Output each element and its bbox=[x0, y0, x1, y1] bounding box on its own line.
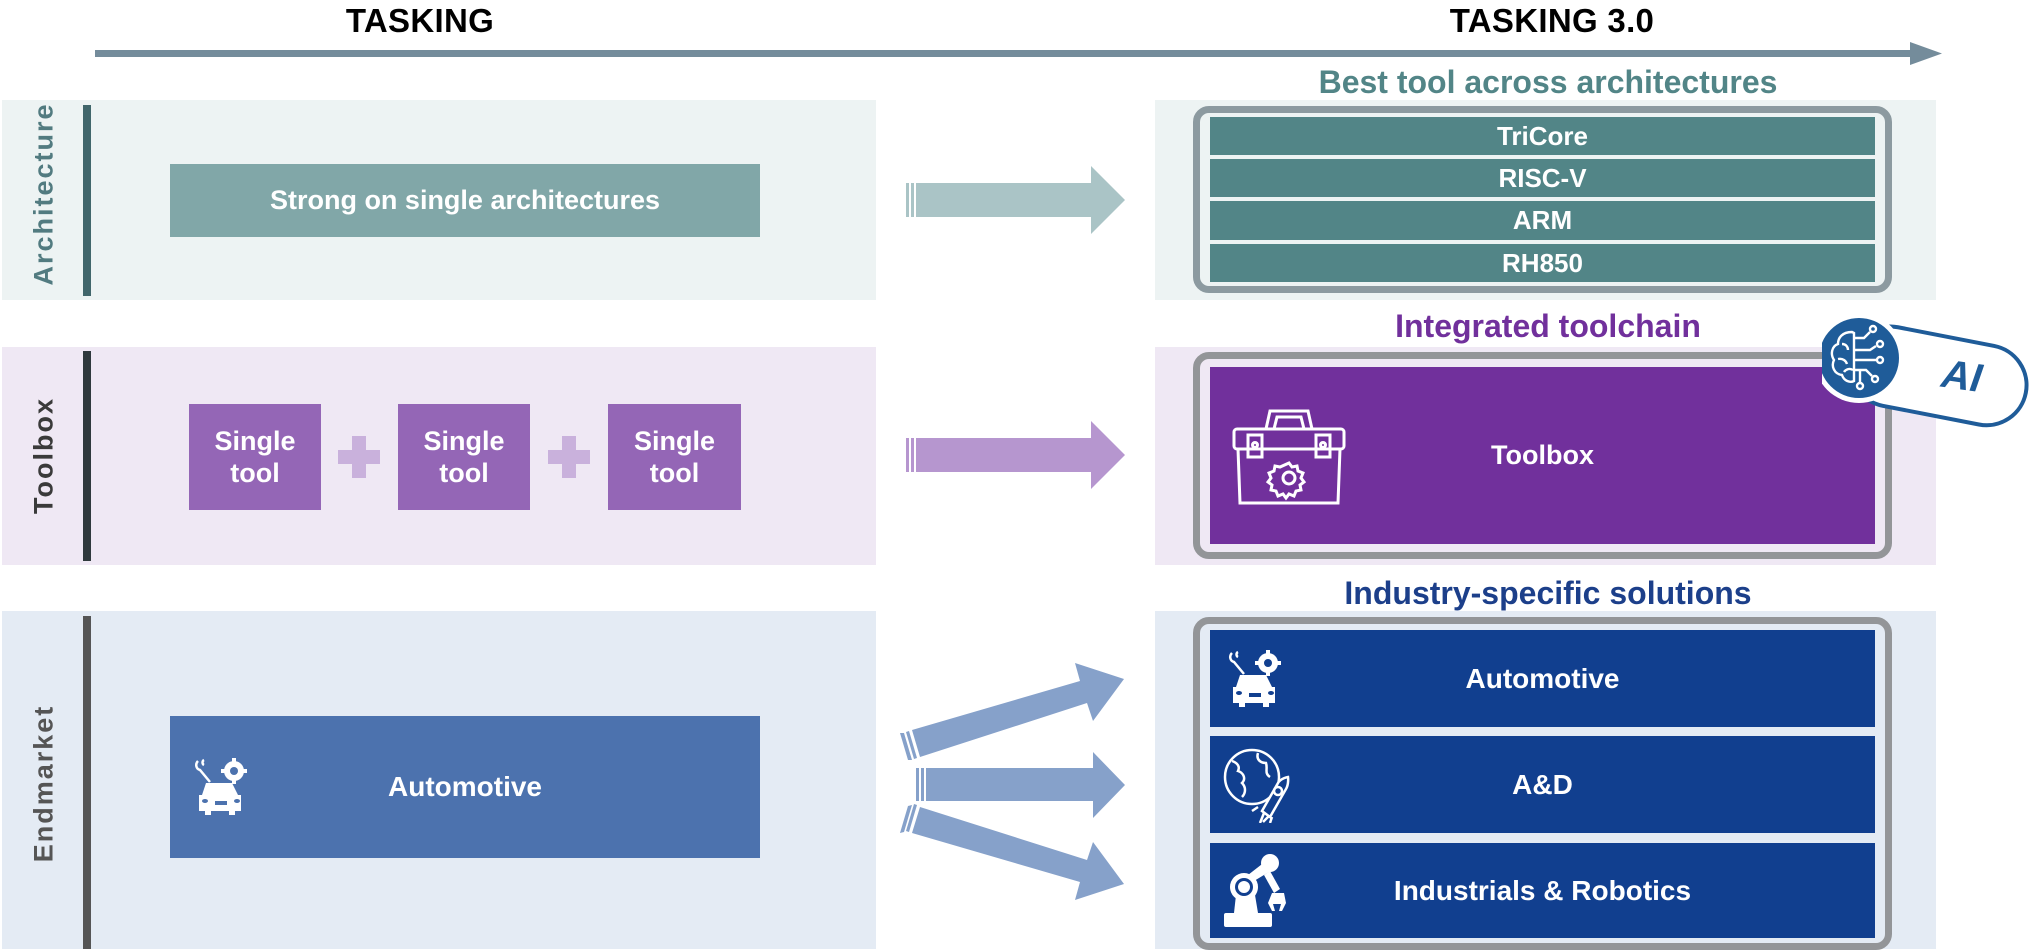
architecture-item-label: TriCore bbox=[1496, 120, 1589, 151]
plus-icon bbox=[338, 436, 380, 478]
architecture-transition-arrow bbox=[906, 166, 1125, 234]
tasking-3-column-title: TASKING 3.0 bbox=[1449, 2, 1655, 39]
single-architecture-box: Strong on single architectures bbox=[170, 164, 760, 237]
architecture-item-rh850: RH850 bbox=[1210, 244, 1875, 282]
car-repair-icon bbox=[192, 757, 252, 817]
ai-badge: AI bbox=[1822, 312, 2035, 432]
ai-badge-label: AI bbox=[1938, 352, 1986, 401]
automotive-current-box: Automotive bbox=[170, 716, 760, 858]
automotive-current-label: Automotive bbox=[388, 771, 542, 802]
single-tool-line2: tool bbox=[230, 458, 280, 488]
toolbox-accent-bar bbox=[83, 351, 91, 561]
toolbox-future-title: Integrated toolchain bbox=[1395, 308, 1701, 344]
single-architecture-text: Strong on single architectures bbox=[269, 185, 661, 215]
endmarket-item-automotive: Automotive bbox=[1210, 630, 1875, 727]
brain-circuit-icon bbox=[1830, 324, 1885, 391]
architecture-item-risc-v: RISC-V bbox=[1210, 159, 1875, 197]
toolbox-row-label: Toolbox bbox=[28, 397, 59, 514]
endmarket-frame: Automotive A&D bbox=[1193, 617, 1892, 950]
single-tool-line2: tool bbox=[649, 458, 700, 488]
architecture-row-label: Architecture bbox=[28, 102, 59, 286]
single-tool-line1: Single bbox=[633, 426, 715, 456]
arrow-to-industrials bbox=[900, 804, 1124, 900]
arrow-to-automotive bbox=[900, 663, 1124, 760]
architecture-frame: TriCore RISC-V ARM RH850 bbox=[1193, 106, 1892, 293]
architecture-item-label: ARM bbox=[1512, 205, 1573, 235]
architecture-item-label: RISC-V bbox=[1498, 162, 1587, 193]
endmarket-item-label: Industrials & Robotics bbox=[1393, 874, 1692, 906]
robot-arm-icon bbox=[1220, 853, 1294, 929]
endmarket-item-label: A&D bbox=[1512, 768, 1573, 800]
single-tool-box-1: Single tool bbox=[189, 404, 321, 510]
plus-icon bbox=[548, 436, 590, 478]
timeline-arrow bbox=[95, 42, 1942, 65]
architecture-accent-bar bbox=[83, 105, 91, 296]
toolbox-main: Toolbox bbox=[1210, 367, 1875, 544]
car-repair-icon bbox=[1226, 649, 1286, 709]
toolbox-transition-arrow bbox=[906, 421, 1125, 489]
single-tool-line1: Single bbox=[214, 426, 296, 456]
single-tool-line2: tool bbox=[439, 458, 489, 488]
endmarket-item-label: Automotive bbox=[1465, 662, 1620, 694]
toolbox-main-label: Toolbox bbox=[1491, 440, 1594, 470]
arrow-to-ad bbox=[916, 752, 1125, 818]
endmarket-item-ad: A&D bbox=[1210, 736, 1875, 833]
endmarket-accent-bar bbox=[83, 616, 91, 949]
toolbox-frame: Toolbox bbox=[1193, 352, 1892, 559]
tasking-column-title: TASKING bbox=[345, 2, 495, 39]
endmarket-future-title: Industry-specific solutions bbox=[1344, 575, 1752, 611]
endmarket-transition-arrows bbox=[900, 663, 1125, 900]
single-tool-box-2: Single tool bbox=[398, 404, 530, 510]
single-tool-box-3: Single tool bbox=[608, 404, 741, 510]
toolbox-gear-icon bbox=[1228, 405, 1350, 507]
architecture-future-title: Best tool across architectures bbox=[1318, 64, 1778, 100]
endmarket-item-industrials-robotics: Industrials & Robotics bbox=[1210, 843, 1875, 938]
architecture-item-arm: ARM bbox=[1210, 201, 1875, 240]
globe-rocket-icon bbox=[1222, 747, 1292, 823]
architecture-item-label: RH850 bbox=[1502, 247, 1583, 278]
architecture-item-tricore: TriCore bbox=[1210, 117, 1875, 155]
endmarket-row-label: Endmarket bbox=[28, 704, 59, 863]
single-tool-line1: Single bbox=[423, 426, 505, 456]
